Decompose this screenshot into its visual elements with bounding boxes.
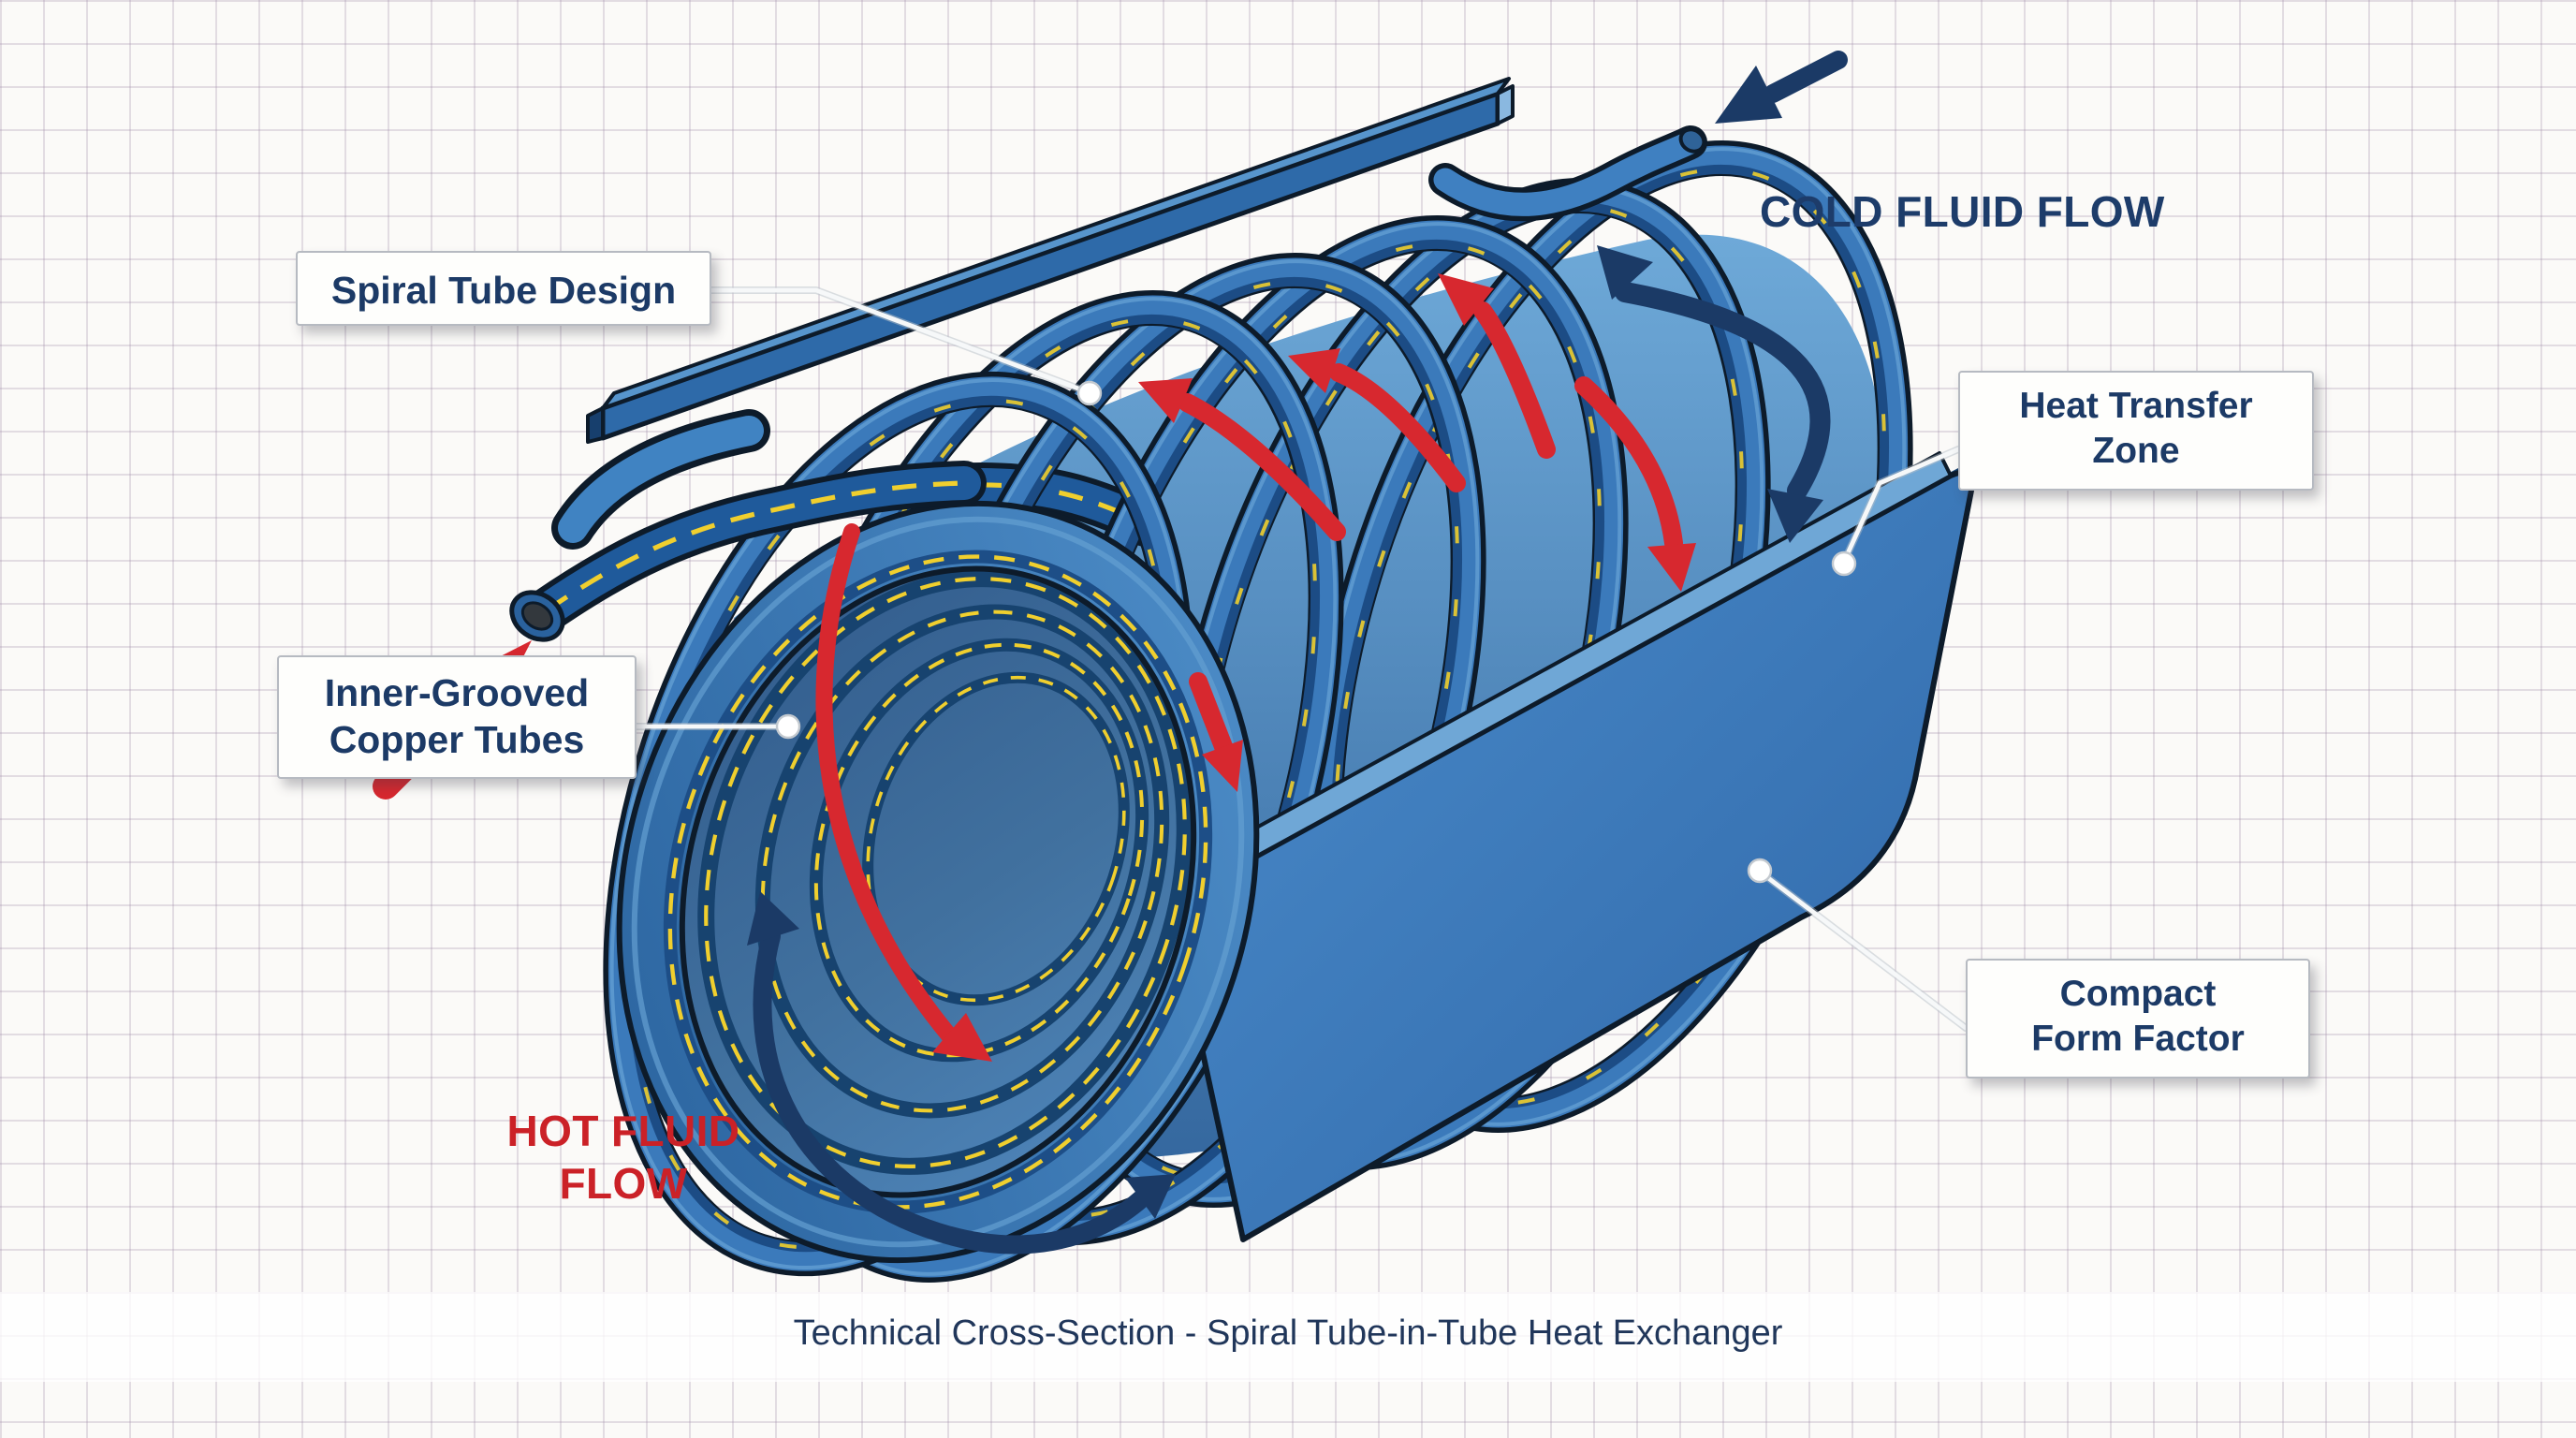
cold-fluid-flow-label: COLD FLUID FLOW [1760,187,2165,236]
callout-compact-line2: Form Factor [2031,1018,2245,1060]
hot-inlet-tube [509,461,987,642]
cold-circulation-arrow-front [747,891,1176,1255]
cold-tube-opening [1678,127,1706,154]
leader-dot [775,380,1857,884]
figure-caption: Technical Cross-Section - Spiral Tube-in… [793,1314,1783,1354]
leader-lines [629,286,1969,1032]
callout-compact-form-factor: Compact Form Factor [1966,959,2310,1078]
callout-heat-transfer-zone-line2: Zone [2092,430,2180,472]
hot-flow-arrow [815,273,1696,1062]
caption-band [0,1292,2576,1382]
cold-inlet-tube [1428,125,1707,222]
hot-fluid-flow-line2: FLOW [559,1159,688,1209]
callout-compact-line1: Compact [2059,974,2217,1015]
cold-inlet-arrow [1715,51,1848,124]
callout-spiral-tube-design: Spiral Tube Design [296,251,711,326]
shell-edge-bar [586,77,1515,444]
callout-heat-transfer-zone-line1: Heat Transfer [2019,386,2253,427]
cold-circulation-arrow-right [1597,245,1831,543]
callout-spiral-tube-design-text: Spiral Tube Design [330,270,677,313]
callout-inner-grooved-line1: Inner-Grooved [324,672,590,715]
callout-heat-transfer-zone: Heat Transfer Zone [1958,371,2314,491]
callout-inner-grooved-copper-tubes: Inner-Grooved Copper Tubes [277,655,637,779]
hot-fluid-flow-line1: HOT FLUID [506,1107,740,1155]
shell-shoulder [551,409,770,550]
hot-fluid-flow-label: HOT FLUID FLOW [464,1105,783,1210]
hot-tube-opening [509,590,565,642]
callout-inner-grooved-line2: Copper Tubes [329,719,585,762]
spiral-front-opening [616,500,1260,1264]
